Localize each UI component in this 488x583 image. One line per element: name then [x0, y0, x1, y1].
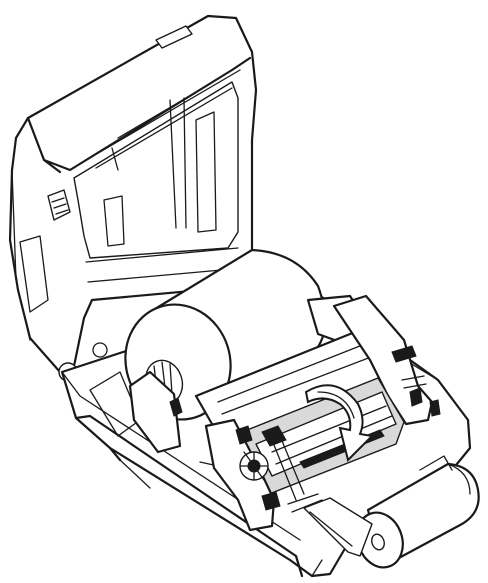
- print-mechanism: [194, 294, 441, 532]
- feed-direction-arrow-icon: [304, 384, 375, 462]
- top-cover-inner-opening: [73, 81, 239, 259]
- top-cover-window: [155, 25, 193, 49]
- gear-icon: [239, 451, 269, 481]
- top-cover: [8, 14, 258, 382]
- media-strip: [303, 497, 373, 557]
- cover-latch-grip: [47, 189, 71, 221]
- right-side-bracket: [332, 294, 434, 426]
- top-cover-top-face: [26, 56, 252, 174]
- media-strip-path: [303, 497, 373, 557]
- ribbon-roll-icon: [356, 462, 480, 569]
- media-holder-left: [128, 370, 182, 454]
